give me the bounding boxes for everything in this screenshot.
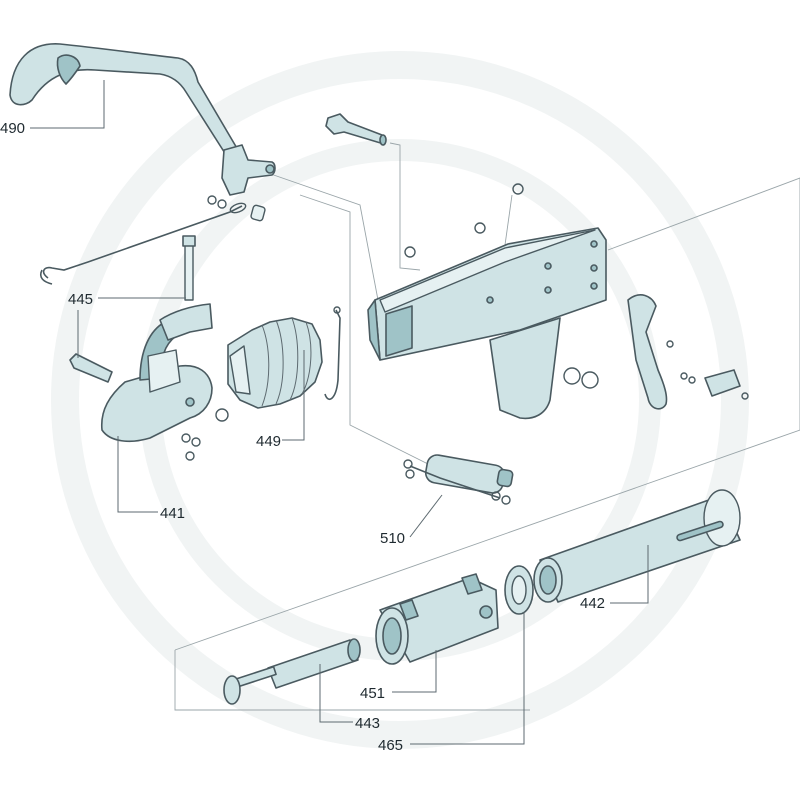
part-465-ring (504, 565, 534, 615)
callout-449: 449 (256, 433, 281, 450)
part-cable-rod (39, 202, 247, 285)
part-510-damper (403, 454, 514, 505)
part-449-bellows (227, 306, 341, 409)
part-441-coupling-head (100, 303, 229, 461)
part-small-fasteners (207, 183, 524, 258)
callout-442: 442 (580, 595, 605, 612)
callout-leaders (30, 80, 649, 745)
part-490-lever (9, 43, 276, 196)
part-451-sleeve (375, 573, 499, 665)
part-drawbar-housing (367, 227, 607, 420)
callout-441: 441 (160, 505, 185, 522)
part-442-tube (533, 489, 741, 603)
callout-510: 510 (380, 530, 405, 547)
assembly-lines (119, 142, 800, 711)
part-445-bolt (69, 235, 196, 383)
part-443-rod (223, 638, 361, 705)
callout-465: 465 (378, 737, 403, 754)
part-latch (627, 294, 749, 410)
part-pin-top (325, 113, 387, 146)
callout-451: 451 (360, 685, 385, 702)
callout-445: 445 (68, 291, 93, 308)
callout-labels: 490 445 449 441 510 442 451 443 465 (0, 120, 605, 754)
callout-490: 490 (0, 120, 25, 137)
callout-443: 443 (355, 715, 380, 732)
